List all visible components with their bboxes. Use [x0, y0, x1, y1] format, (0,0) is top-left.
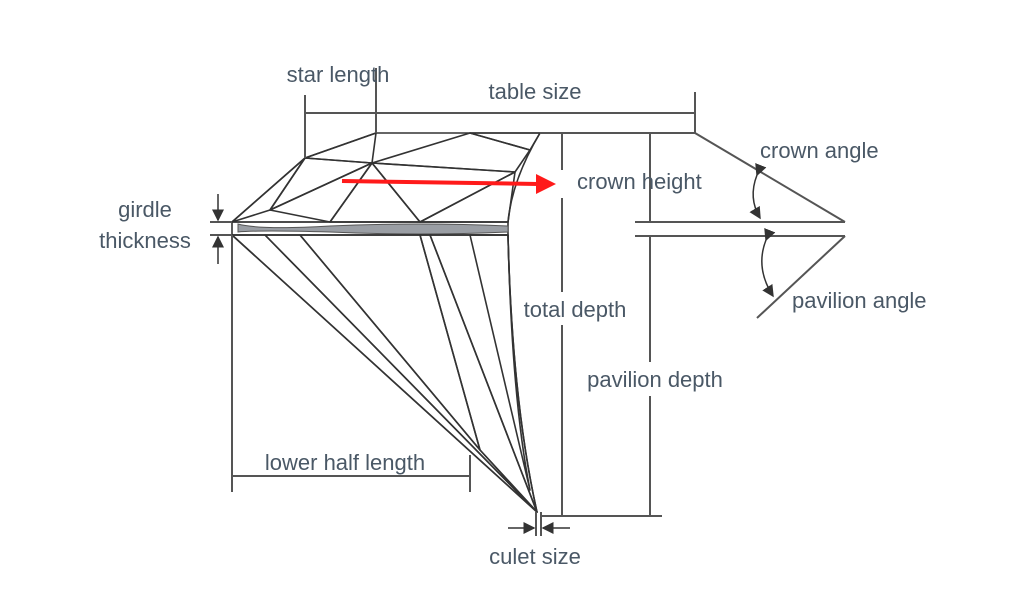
label-lower-half-length: lower half length [265, 450, 425, 475]
label-star-length: star length [287, 62, 390, 87]
label-crown-angle: crown angle [760, 138, 879, 163]
label-thickness: thickness [99, 228, 191, 253]
label-crown-height: crown height [577, 169, 702, 194]
label-pavilion-angle: pavilion angle [792, 288, 927, 313]
highlight-arrow [341, 174, 556, 194]
label-girdle: girdle [118, 197, 172, 222]
label-total-depth: total depth [524, 297, 627, 322]
label-table-size: table size [489, 79, 582, 104]
label-pavilion-depth: pavilion depth [587, 367, 723, 392]
label-culet-size: culet size [489, 544, 581, 569]
dimension-lines [210, 68, 846, 536]
